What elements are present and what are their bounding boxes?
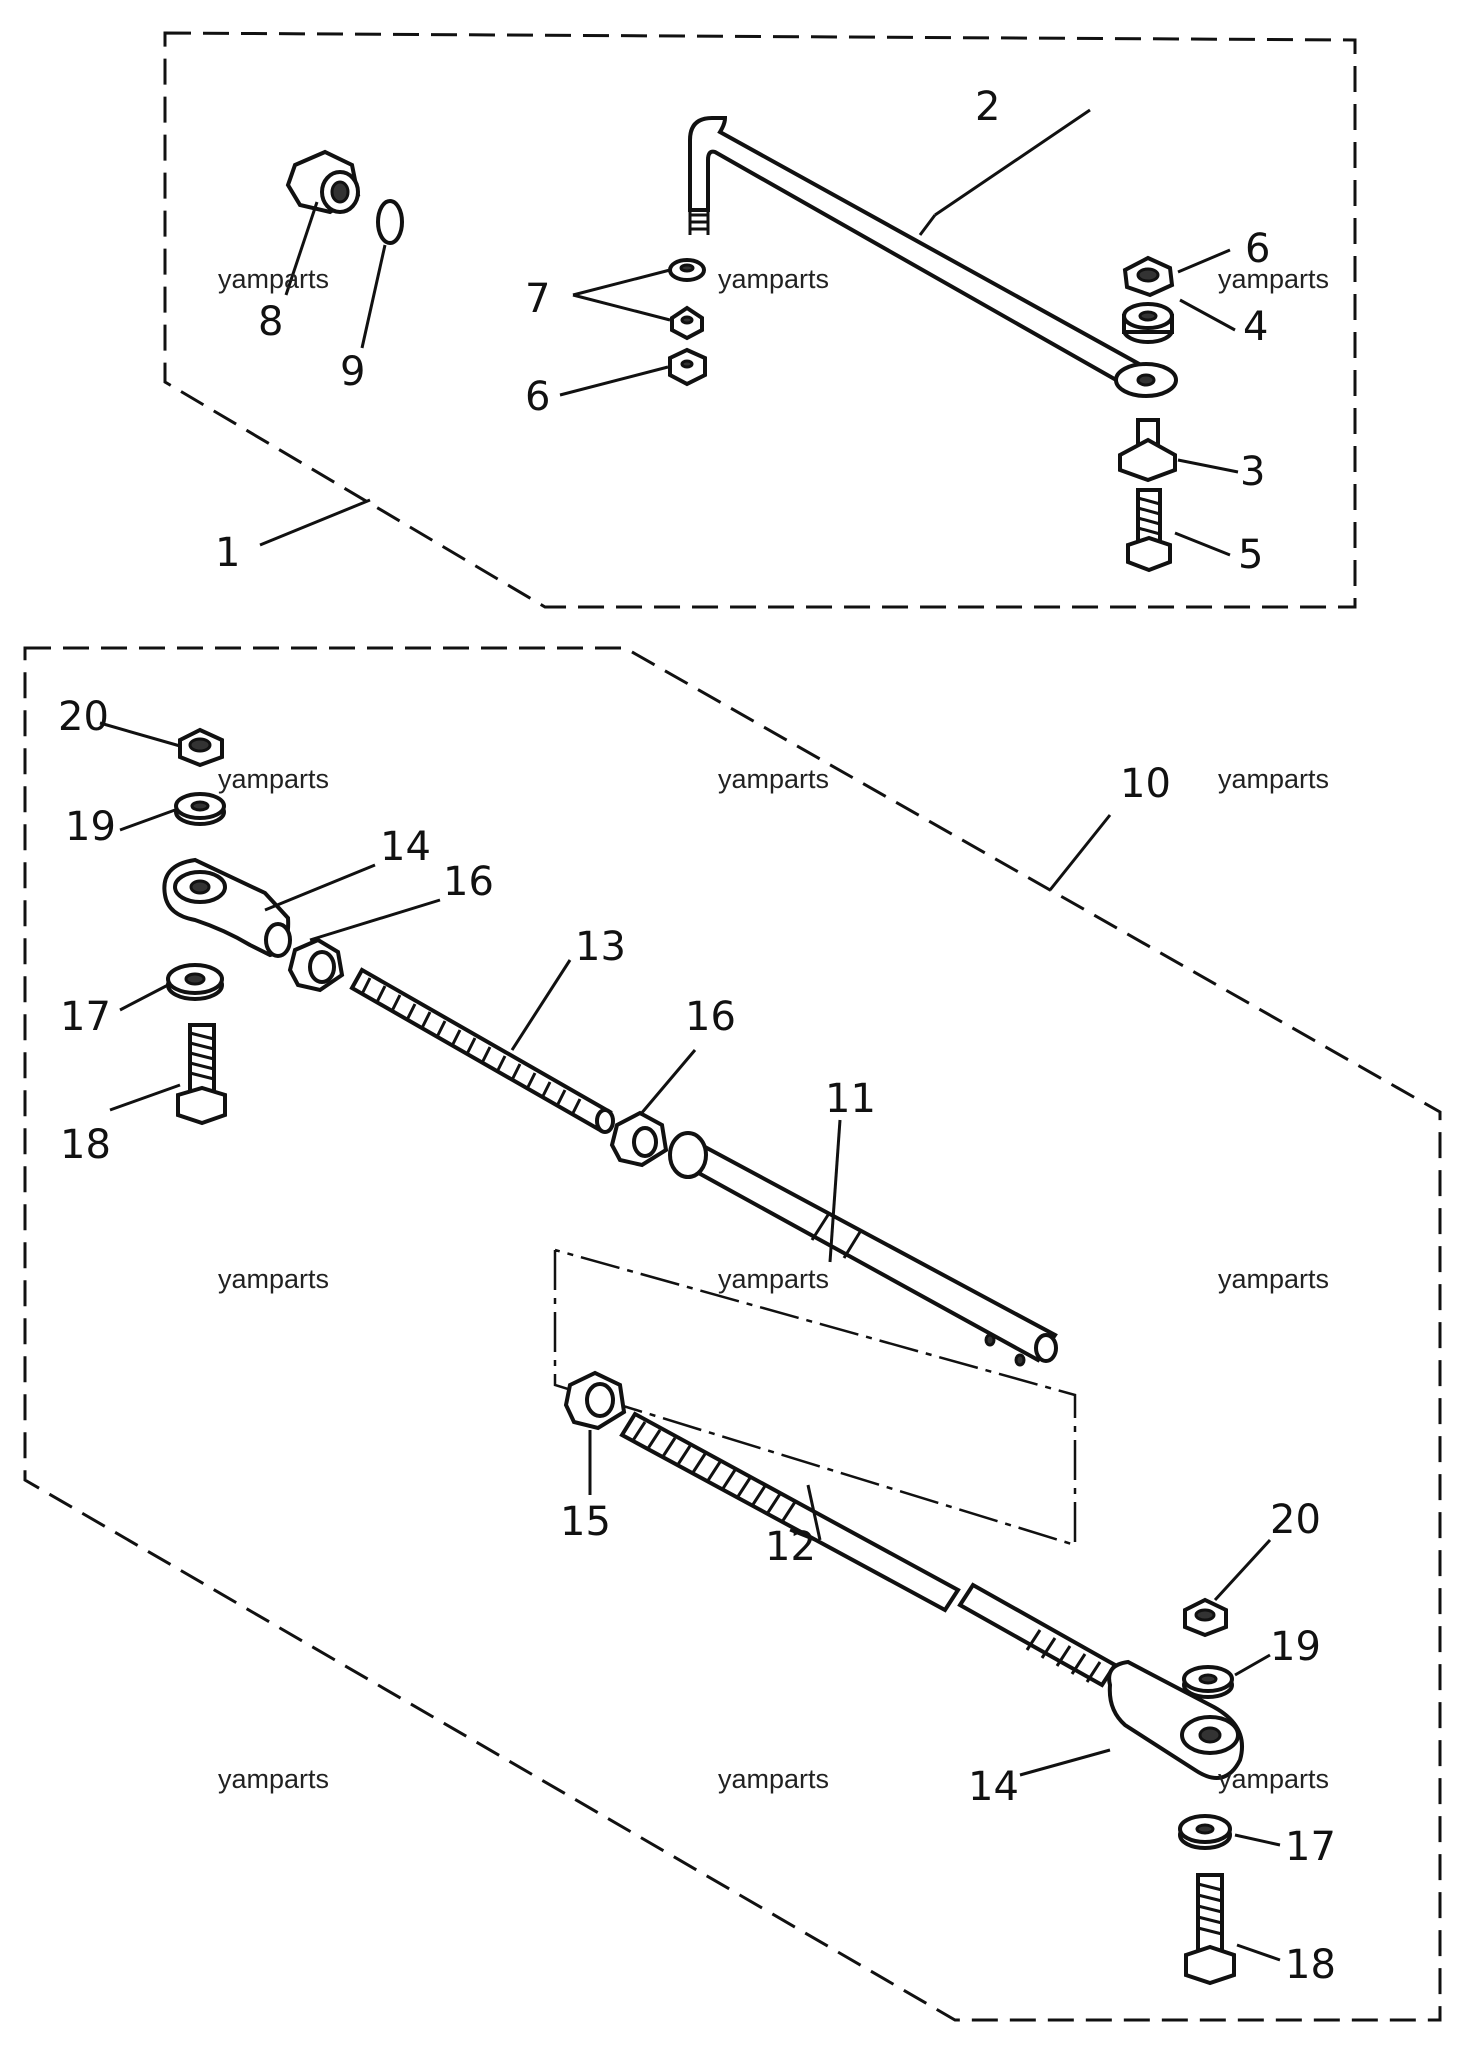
leader-lines bbox=[99, 108, 1281, 1962]
part-2-link-rod bbox=[688, 116, 1178, 398]
callout-18-right: 18 bbox=[1285, 1942, 1336, 1988]
callout-labels: 1 2 3 4 5 6 6 7 8 9 10 11 12 13 14 14 15… bbox=[58, 84, 1336, 1988]
part-19-washer-right bbox=[1182, 1665, 1234, 1699]
sub-assembly-frame bbox=[553, 1248, 1077, 1547]
callout-3: 3 bbox=[1240, 449, 1265, 495]
callout-6-right: 6 bbox=[1245, 226, 1270, 272]
group-frame-1 bbox=[163, 31, 1357, 609]
callout-15: 15 bbox=[560, 1499, 611, 1545]
part-20-nut-right bbox=[1183, 1597, 1228, 1638]
part-6-nut-right bbox=[1122, 255, 1175, 298]
part-18-bolt-right bbox=[1184, 1873, 1236, 1986]
part-18-bolt-left bbox=[176, 1023, 227, 1126]
callout-5: 5 bbox=[1238, 532, 1263, 578]
part-5-bolt bbox=[1126, 488, 1172, 573]
part-14-rod-end-right bbox=[1107, 1659, 1244, 1780]
part-15-nut bbox=[563, 1370, 627, 1431]
watermark: yamparts bbox=[718, 1764, 829, 1794]
callout-20-left: 20 bbox=[58, 694, 109, 740]
callout-1: 1 bbox=[215, 530, 240, 576]
watermark: yamparts bbox=[718, 1264, 829, 1294]
part-16-nut-left bbox=[287, 937, 345, 993]
callout-2: 2 bbox=[975, 84, 1000, 130]
watermark: yamparts bbox=[1218, 1764, 1329, 1794]
callout-19-left: 19 bbox=[65, 804, 116, 850]
watermark: yamparts bbox=[218, 264, 329, 294]
callout-14-right: 14 bbox=[968, 1764, 1019, 1810]
part-14-rod-end-left bbox=[162, 857, 292, 958]
callout-7: 7 bbox=[525, 276, 550, 322]
callout-12: 12 bbox=[765, 1524, 816, 1570]
callout-9: 9 bbox=[340, 349, 365, 395]
part-19-washer-left bbox=[174, 792, 226, 826]
callout-20-right: 20 bbox=[1270, 1497, 1321, 1543]
part-13-threaded-rod bbox=[349, 967, 615, 1134]
callout-6-left: 6 bbox=[525, 374, 550, 420]
callout-16-left: 16 bbox=[443, 859, 494, 905]
callout-17-left: 17 bbox=[60, 994, 111, 1040]
watermark: yamparts bbox=[218, 1764, 329, 1794]
callout-10: 10 bbox=[1120, 761, 1171, 807]
callout-19-right: 19 bbox=[1270, 1624, 1321, 1670]
callout-14-left: 14 bbox=[380, 824, 431, 870]
watermark: yamparts bbox=[218, 1264, 329, 1294]
watermark: yamparts bbox=[718, 764, 829, 794]
callout-4: 4 bbox=[1243, 304, 1268, 350]
part-9-o-ring bbox=[376, 199, 404, 245]
group-frame-10 bbox=[23, 646, 1442, 2022]
watermark: yamparts bbox=[1218, 1264, 1329, 1294]
callout-8: 8 bbox=[258, 299, 283, 345]
part-11-sleeve bbox=[668, 1131, 1058, 1367]
callout-11: 11 bbox=[825, 1076, 876, 1122]
part-7-washers bbox=[668, 258, 706, 341]
callout-13: 13 bbox=[575, 924, 626, 970]
watermark: yamparts bbox=[1218, 764, 1329, 794]
part-8-nut bbox=[285, 149, 361, 215]
part-17-washer-right bbox=[1178, 1814, 1232, 1850]
part-4-bushing bbox=[1122, 302, 1174, 344]
callout-17-right: 17 bbox=[1285, 1824, 1336, 1870]
watermark: yamparts bbox=[718, 264, 829, 294]
callout-16-right: 16 bbox=[685, 994, 736, 1040]
part-16-nut-right bbox=[609, 1110, 669, 1168]
watermarks: yamparts yamparts yamparts yamparts yamp… bbox=[218, 264, 1329, 1794]
part-20-nut-left bbox=[178, 727, 224, 768]
watermark: yamparts bbox=[1218, 264, 1329, 294]
part-12-adjuster-rod bbox=[619, 1411, 1118, 1688]
watermark: yamparts bbox=[218, 764, 329, 794]
part-17-washer-left bbox=[166, 963, 224, 1001]
part-3-collar bbox=[1118, 418, 1177, 483]
part-6-nut-left bbox=[668, 347, 707, 387]
callout-18-left: 18 bbox=[60, 1122, 111, 1168]
